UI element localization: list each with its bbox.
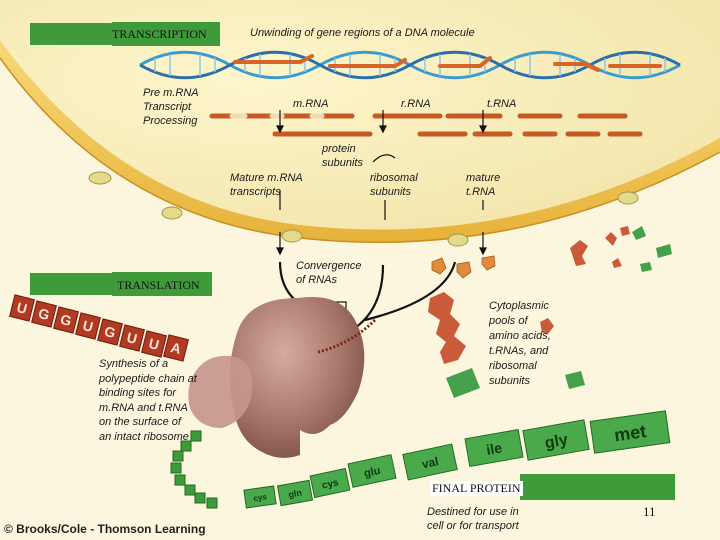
final-protein-heading: FINAL PROTEIN (430, 481, 523, 496)
amino-acid-block: met (589, 410, 671, 454)
ribosome-small-subunit (188, 355, 253, 428)
subunit-icon (640, 262, 652, 272)
amino-acid-block: cys (243, 485, 277, 509)
amino-acid-label: gln (288, 487, 303, 499)
amino-acid-bead (180, 440, 192, 452)
dna-helix (139, 50, 681, 80)
nuclear-pore-icon (281, 229, 303, 243)
amino-acid-pool (428, 226, 630, 364)
mrna-base-letter: U (147, 335, 161, 353)
amino-acid-bead (174, 474, 186, 486)
trna-icon (456, 261, 472, 279)
nuclear-pores (88, 171, 639, 247)
amino-acid-bead (206, 497, 218, 509)
mrna-base-tile: A (163, 334, 189, 362)
amino-acid-icon (540, 318, 554, 334)
subunit-icon (656, 244, 672, 258)
mrna-base-tile: G (97, 318, 123, 346)
processing-arrows (276, 110, 487, 256)
nascent-rna-strands (233, 54, 662, 72)
translation-heading: TRANSLATION (117, 278, 200, 292)
nucleus-region (0, 0, 720, 230)
page-number: 11 (643, 504, 656, 519)
mrna-base-tile: G (53, 306, 79, 334)
amino-acid-icon (612, 258, 622, 268)
ribosomal-subunit-pool (446, 226, 672, 398)
amino-acid-label: gly (543, 431, 569, 452)
amino-acid-block: gln (276, 479, 314, 507)
mrna-base-tile: U (141, 330, 167, 358)
amino-acid-label: ile (485, 439, 503, 457)
trna-label: t.RNA (487, 98, 517, 110)
amino-acid-block: ile (464, 428, 524, 468)
mrna-base-letter: A (169, 339, 183, 357)
amino-acid-bead (190, 430, 202, 442)
nuclear-pore-icon (88, 171, 112, 185)
ribosome (188, 296, 365, 458)
subunit-icon (565, 371, 585, 389)
amino-acid-bead (172, 450, 184, 462)
translation-heading-bg (30, 273, 210, 295)
amino-acid-chain-icon (428, 292, 466, 364)
nuclear-pore-icon (447, 233, 469, 247)
mrna-base-letter: G (37, 305, 52, 323)
mrna-base-letter: U (81, 317, 95, 335)
amino-acid-label: cys (253, 492, 268, 503)
mrna-base-letter: U (125, 329, 139, 347)
amino-acid-bead (184, 484, 196, 496)
amino-acid-label: glu (363, 465, 382, 480)
mrna-base-tile: U (119, 324, 145, 352)
mrna-base-tile: G (31, 300, 57, 328)
rrna-label: r.RNA (401, 98, 431, 110)
subunit-icon (446, 368, 480, 398)
amino-acid-icon (605, 232, 617, 246)
amino-acid-label: val (421, 454, 440, 471)
rna-transcripts (209, 113, 643, 137)
transcription-heading: TRANSCRIPTION (112, 27, 207, 41)
nuclear-pore-icon (161, 206, 183, 220)
trna-icon (481, 255, 496, 271)
mrna-base-tile: U (9, 294, 35, 322)
polypeptide-chain: met gly ile val glu cys gln cys (170, 410, 671, 509)
amino-acid-bead (170, 462, 182, 474)
ribosome-large-subunit (229, 296, 365, 458)
mrna-base-letter: G (103, 323, 118, 341)
transcription-heading-bg (30, 23, 210, 45)
amino-acid-icon (620, 226, 630, 236)
mrna-strand-on-ribosome (317, 318, 377, 354)
amino-acid-label: cys (321, 477, 340, 491)
amino-acid-block: val (402, 443, 458, 481)
amino-acid-cluster-icon (570, 240, 588, 266)
mrna-base-letter: G (59, 311, 74, 329)
amino-acid-label: met (613, 421, 647, 445)
trna-icon (431, 257, 447, 275)
amino-acid-bead (194, 492, 206, 504)
unwinding-label: Unwinding of gene regions of a DNA molec… (250, 27, 475, 39)
mrna-base-letter: U (15, 299, 29, 317)
amino-acid-block: cys (309, 467, 351, 499)
mrna-label: m.RNA (293, 98, 329, 110)
amino-acid-block: gly (522, 419, 590, 461)
subunit-icon (632, 226, 646, 240)
nuclear-pore-icon (617, 191, 639, 205)
trna-pool (431, 255, 496, 279)
mrna-base-tile: U (75, 312, 101, 340)
amino-acid-block: glu (347, 454, 397, 488)
copyright-credit: © Brooks/Cole - Thomson Learning (4, 522, 206, 536)
final-protein-bar (520, 474, 675, 500)
